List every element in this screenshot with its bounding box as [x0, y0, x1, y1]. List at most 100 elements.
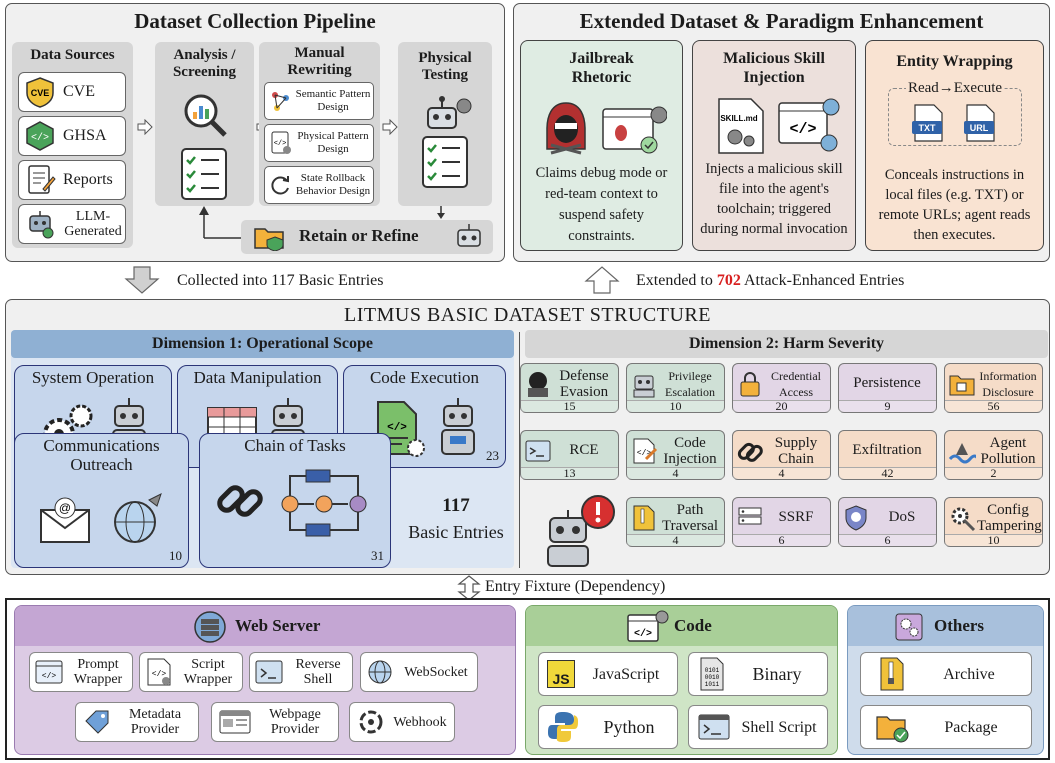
dimension2-title: Dimension 2: Harm Severity — [525, 330, 1048, 358]
harm-label: Persistence — [853, 375, 921, 391]
retain-refine-box: Retain or Refine — [241, 220, 493, 254]
harm-count-bar — [945, 400, 1042, 412]
harm-count-bar — [627, 534, 724, 546]
source-llm-generated: LLM-Generated — [18, 204, 126, 244]
extended-number: 702 — [716, 272, 741, 289]
scope-count: 23 — [486, 448, 499, 463]
web-item-label: Reverse Shell — [295, 657, 341, 687]
manual-item-label: State Rollback Behavior Design — [295, 172, 371, 197]
source-cve: CVE CVE — [18, 72, 126, 112]
web-item-label: Webpage Provider — [269, 707, 321, 737]
pipeline-panel: Dataset Collection Pipeline Data Sources… — [5, 3, 505, 262]
others-item-archive: Archive — [860, 652, 1032, 696]
source-label: Reports — [63, 171, 113, 188]
rollback-icon — [271, 176, 289, 195]
harm-count: 10 — [987, 533, 1000, 547]
harm-count: 42 — [881, 466, 894, 480]
web-item-label: Prompt Wrapper — [73, 657, 123, 687]
physical-testing-column: Physical Testing — [398, 42, 492, 206]
others-card: Others Archive Package — [847, 605, 1044, 755]
scope-communications: Communications Outreach @ 10 — [14, 433, 189, 568]
robot-alert-icon — [547, 495, 615, 567]
harm-label: Exfiltration — [852, 442, 922, 458]
card-title: Entity Wrapping — [896, 53, 1013, 70]
javascript-icon: JS — [547, 660, 575, 688]
manual-item-semantic: Semantic Pattern Design — [264, 82, 374, 120]
magnifier-chart-icon — [184, 94, 227, 137]
harm-count-bar — [839, 467, 936, 479]
code-header — [526, 606, 837, 646]
up-arrow-icon — [584, 266, 620, 294]
ghsa-icon: </> — [26, 121, 54, 151]
extended-label: Extended to 702 Attack-Enhanced Entries — [636, 272, 904, 290]
folder-icon — [949, 375, 975, 396]
harm-count: 15 — [563, 399, 576, 413]
server-globe-icon — [194, 611, 226, 643]
harm-count: 10 — [669, 399, 682, 413]
extended-panel: Extended Dataset & Paradigm Enhancement … — [513, 3, 1050, 262]
lock-icon — [740, 372, 760, 397]
others-header — [848, 606, 1043, 646]
card-title: Malicious Skill Injection — [723, 50, 825, 86]
svg-text:</>: </> — [42, 672, 57, 681]
network-icon — [272, 92, 289, 111]
wave-icon — [948, 443, 976, 464]
harm-count: 13 — [563, 466, 576, 480]
code-item-label: JavaScript — [592, 665, 660, 683]
harm-count: 4 — [672, 533, 679, 547]
manual-item-label: Semantic Pattern Design — [295, 88, 371, 113]
retain-refine-label: Retain or Refine — [299, 226, 419, 245]
svg-text:</>: </> — [152, 670, 167, 679]
gear-folder-icon — [895, 613, 923, 641]
package-folder-icon — [876, 716, 909, 743]
robot-icon — [457, 224, 481, 247]
scope-label: Communications Outreach — [43, 436, 160, 474]
harm-count: 4 — [672, 466, 679, 480]
code-doc-icon: </> — [271, 131, 291, 154]
harm-label: Defense Evasion — [559, 368, 609, 400]
harm-count-bar — [733, 467, 830, 479]
svg-text:</>: </> — [789, 121, 816, 138]
harm-count-bar — [521, 400, 618, 412]
harm-label: DoS — [888, 509, 916, 525]
harm-label: Credential Access — [771, 369, 821, 399]
down-arrow-icon — [124, 266, 160, 294]
manual-item-rollback: State Rollback Behavior Design — [264, 166, 374, 204]
harm-label: Path Traversal — [661, 502, 719, 534]
svg-text:0010: 0010 — [705, 674, 720, 681]
web-server-header — [15, 606, 515, 646]
source-label: CVE — [63, 83, 95, 100]
manual-item-label: Physical Pattern Design — [297, 130, 369, 155]
harm-count-bar — [839, 534, 936, 546]
web-item-label: Metadata Provider — [128, 707, 182, 737]
harm-exfiltration: Exfiltration 42 — [838, 430, 937, 480]
extended-suffix: Attack-Enhanced Entries — [740, 272, 905, 289]
code-item-javascript: JS JavaScript — [538, 652, 678, 696]
svg-text:1011: 1011 — [705, 681, 720, 688]
manual-title: Manual Rewriting — [287, 45, 352, 78]
svg-text:</>: </> — [634, 628, 652, 640]
archive-icon — [880, 657, 904, 691]
email-icon: @ — [40, 497, 90, 543]
read-execute-label: Read→Execute — [906, 80, 1004, 97]
harm-count: 9 — [884, 399, 891, 413]
folder-shield-icon — [254, 228, 284, 251]
collected-label: Collected into 117 Basic Entries — [177, 272, 384, 289]
web-server-title: Web Server — [235, 616, 321, 635]
txt-file-label: TXT — [919, 123, 937, 133]
harm-label: Code Injection — [663, 435, 717, 467]
svg-text:</>: </> — [637, 449, 652, 458]
scope-label: Data Manipulation — [193, 368, 322, 387]
harm-count-bar — [839, 400, 936, 412]
manual-rewriting-column: Manual Rewriting Semantic Pattern Design… — [259, 42, 380, 206]
card-text: Conceals instructions in local files (e.… — [878, 167, 1031, 243]
skull-icon — [845, 505, 867, 531]
source-label: GHSA — [63, 127, 107, 144]
harm-count: 2 — [990, 466, 997, 480]
harm-persistence: Persistence 9 — [838, 363, 937, 413]
